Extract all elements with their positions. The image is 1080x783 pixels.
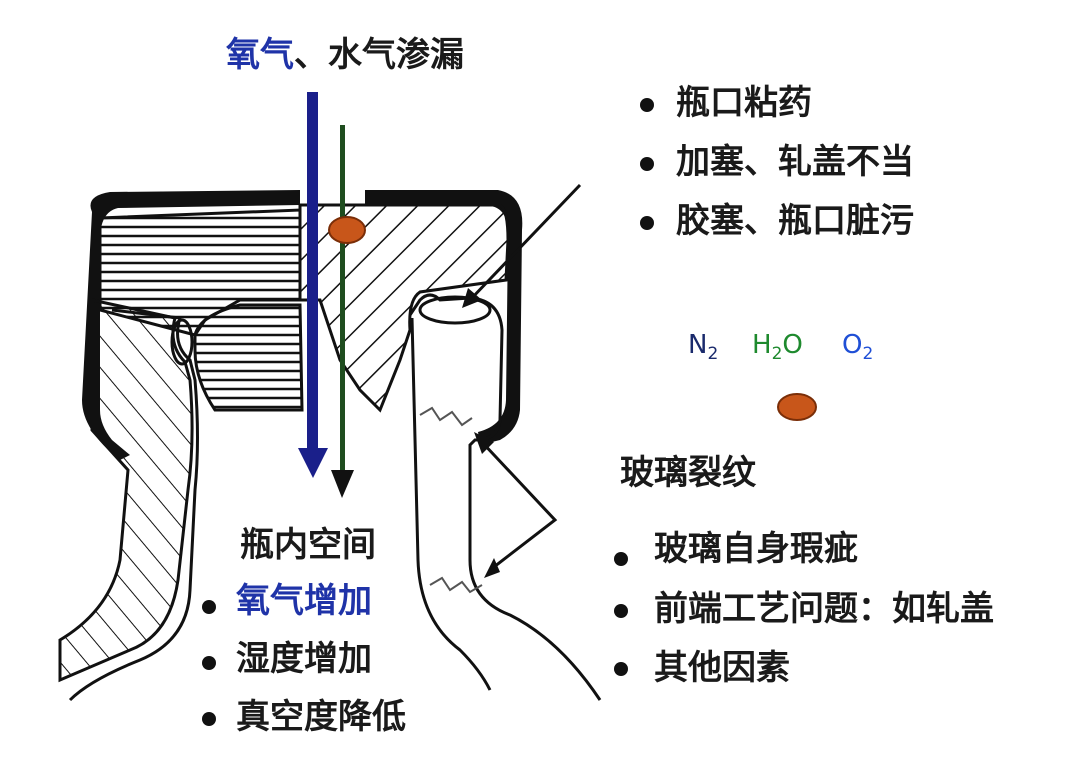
legend-particle	[777, 393, 817, 421]
water-arrow-shaft	[340, 125, 345, 475]
leak-label: 氧气、水气渗漏	[226, 38, 464, 72]
crack-title: 玻璃裂纹	[620, 453, 756, 493]
oxygen-arrow-head	[298, 448, 328, 478]
cause-crack-3: 其他因素	[654, 648, 790, 688]
inside-title: 瓶内空间	[240, 525, 376, 565]
vial-left-wall	[68, 308, 199, 702]
crack-pointer	[478, 438, 558, 572]
vial-right-inner	[410, 317, 492, 691]
cause-crack-2: 前端工艺问题：如轧盖	[654, 589, 994, 629]
bullet-7	[202, 600, 216, 614]
vial-lip-left	[170, 318, 194, 366]
cause-top-3: 胶塞、瓶口脏污	[676, 201, 914, 241]
inside-effect-3: 真空度降低	[236, 697, 406, 737]
vial-left-glass	[58, 298, 194, 683]
crack-pointer-head-bottom	[484, 558, 500, 578]
crack-lower	[429, 576, 483, 594]
crack-upper	[419, 406, 473, 427]
water-arrow-head	[331, 470, 354, 498]
drug-particle	[328, 216, 366, 244]
leak-label-rest: 、水气渗漏	[294, 35, 464, 75]
cause-top-1: 瓶口粘药	[676, 83, 812, 123]
oxygen-arrow-shaft	[307, 92, 318, 452]
bullet-2	[640, 157, 654, 171]
bullet-4	[614, 552, 628, 566]
inside-effect-2: 湿度增加	[236, 639, 372, 679]
bullet-9	[202, 712, 216, 726]
legend-n2: N2	[688, 330, 719, 365]
vial-right-wall	[408, 293, 602, 701]
bullet-5	[614, 604, 628, 618]
cause-top-2: 加塞、轧盖不当	[676, 142, 914, 182]
stopper-plug-left	[193, 303, 304, 412]
bullet-3	[640, 216, 654, 230]
leak-label-oxygen: 氧气	[226, 35, 294, 75]
crack-pointer-head-top	[474, 432, 494, 454]
inside-effect-1: 氧气增加	[236, 581, 372, 621]
cause-crack-1: 玻璃自身瑕疵	[654, 529, 858, 569]
pointer-to-seal-head	[462, 288, 482, 308]
bullet-6	[614, 662, 628, 676]
bullet-8	[202, 656, 216, 670]
legend-h2o: H2O	[752, 330, 803, 365]
vial-lip-right	[418, 295, 492, 325]
legend-o2: O2	[842, 330, 874, 365]
bullet-1	[640, 98, 654, 112]
pointer-to-seal	[468, 183, 582, 302]
